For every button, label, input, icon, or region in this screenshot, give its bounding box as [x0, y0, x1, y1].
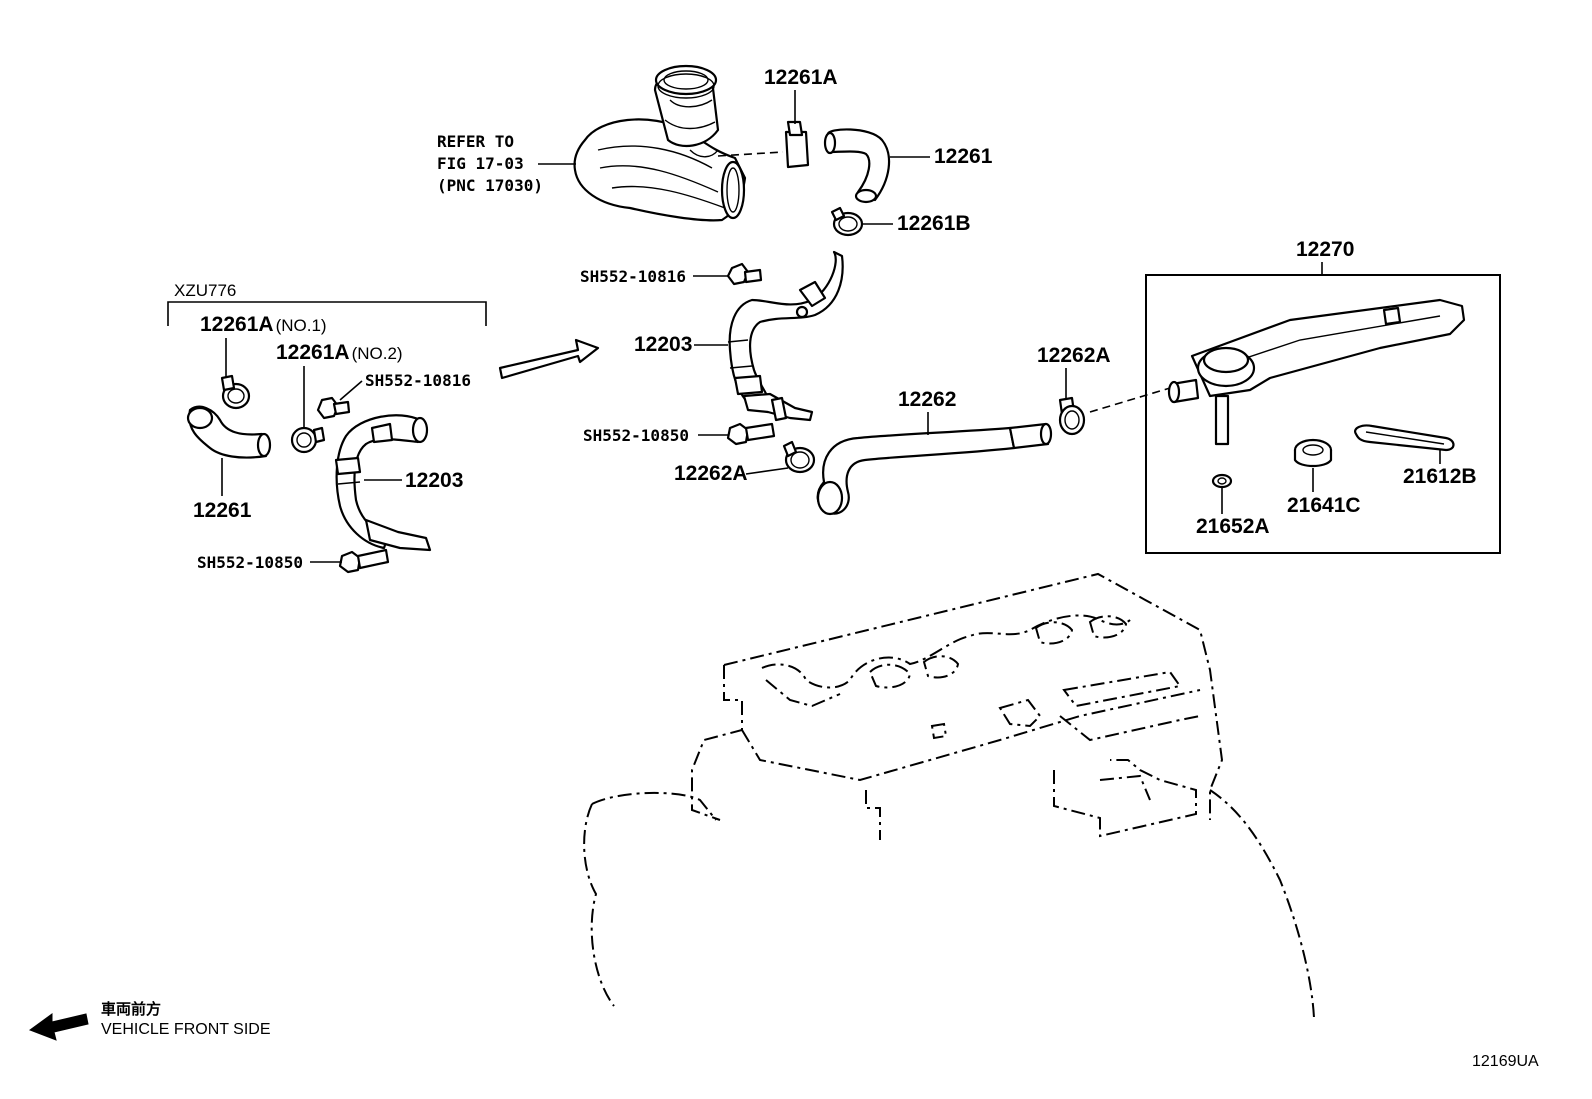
- clamp-12261a-top-illustration: [784, 120, 810, 169]
- label-12261a-no2: 12261A(NO.2): [276, 341, 403, 364]
- label-bolt-10850-variant: SH552-10850: [197, 553, 303, 572]
- front-side-en: VEHICLE FRONT SIDE: [101, 1021, 271, 1038]
- air-cleaner-hose-illustration: [573, 64, 747, 222]
- label-12262: 12262: [898, 388, 956, 411]
- variant-bracket: [167, 301, 487, 326]
- label-12262a-bottom: 12262A: [674, 462, 748, 485]
- label-21612b: 21612B: [1403, 465, 1477, 488]
- air-hose-connection-line: [717, 151, 784, 157]
- bolt-sh552-10816-variant-illustration: [316, 396, 351, 420]
- hose-12203-variant-illustration: [334, 414, 432, 552]
- label-12261-variant: 12261: [193, 499, 252, 522]
- hose-12203-main-illustration: [727, 250, 844, 422]
- hose-12262-illustration: [816, 422, 1053, 516]
- clamp-12262a-right-illustration: [1058, 396, 1086, 436]
- label-12261a-top: 12261A: [764, 66, 838, 89]
- clamp-12262a-bottom-illustration: [782, 440, 816, 474]
- label-12203-variant: 12203: [405, 469, 463, 492]
- label-bolt-10816-main: SH552-10816: [580, 267, 686, 286]
- variant-code: XZU776: [174, 281, 236, 300]
- front-side-jp: 車両前方: [101, 1000, 161, 1018]
- refer-to-line1: REFER TO: [437, 132, 514, 151]
- gasket-21652a-illustration: [1211, 473, 1233, 489]
- figure-code: 12169UA: [1472, 1053, 1539, 1070]
- elbow-hose-12261-variant-illustration: [186, 405, 272, 459]
- refer-to-line3: (PNC 17030): [437, 176, 543, 195]
- leader-12262a-bottom: [745, 467, 789, 475]
- label-12261-top: 12261: [934, 145, 993, 168]
- label-12262a-right: 12262A: [1037, 344, 1111, 367]
- variant-arrow: [498, 338, 600, 380]
- valve-connection-line: [1089, 387, 1171, 413]
- engine-block-outline: [583, 572, 1315, 1019]
- label-12270: 12270: [1296, 238, 1354, 261]
- gasket-21641c-illustration: [1293, 438, 1333, 468]
- label-21641c: 21641C: [1287, 494, 1361, 517]
- label-bolt-10850-main: SH552-10850: [583, 426, 689, 445]
- label-12261a-no1: 12261A(NO.1): [200, 313, 327, 336]
- bolt-sh552-10850-variant-illustration: [338, 548, 390, 574]
- refer-to-line2: FIG 17-03: [437, 154, 524, 173]
- label-bolt-10816-variant: SH552-10816: [365, 371, 471, 390]
- gasket-21612b-illustration: [1354, 424, 1455, 452]
- clamp-12261a-no2-illustration: [290, 426, 326, 454]
- assembly-12270-box: [1145, 274, 1501, 554]
- vehicle-front-arrow-icon: [28, 1013, 89, 1041]
- bolt-sh552-10816-main-illustration: [726, 262, 763, 286]
- cylinder-head-cover-illustration: [1167, 298, 1466, 446]
- label-21652a: 21652A: [1196, 515, 1270, 538]
- label-12261b: 12261B: [897, 212, 971, 235]
- clamp-12261b-illustration: [830, 206, 864, 237]
- label-12203-main: 12203: [634, 333, 692, 356]
- leader-bolt-10816-variant: [339, 380, 363, 401]
- clamp-12261a-no1-illustration: [220, 374, 251, 410]
- bolt-sh552-10850-main-illustration: [726, 422, 776, 446]
- elbow-hose-12261-top-illustration: [823, 128, 891, 204]
